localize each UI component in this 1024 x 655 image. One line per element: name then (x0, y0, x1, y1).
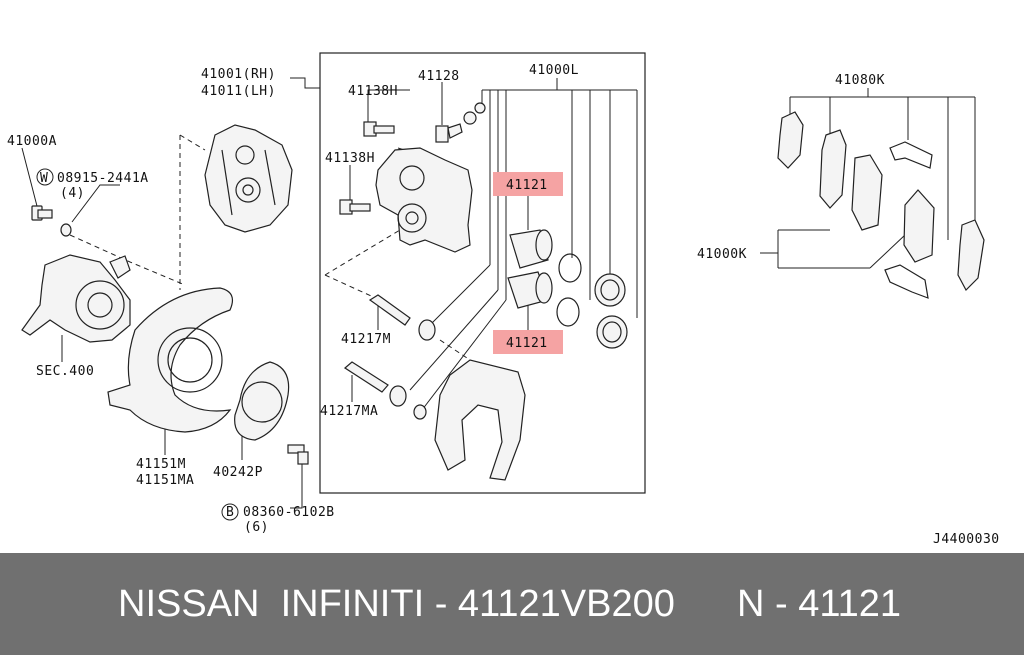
label-41138h-top: 41138H (348, 84, 398, 99)
label-41128: 41128 (418, 69, 460, 84)
bleeder-41128 (435, 102, 486, 143)
bolt-41138h-top (363, 121, 395, 137)
brake-pad-inner (903, 189, 935, 263)
bolt-08360 (287, 444, 309, 465)
label-41151m: 41151M (136, 457, 186, 472)
label-41151ma: 41151MA (136, 473, 194, 488)
pad-clip-top (889, 141, 933, 169)
label-41217m: 41217M (341, 332, 391, 347)
piston-41121-top (509, 229, 553, 269)
label-41138h-mid: 41138H (325, 151, 375, 166)
parts-diagram: 41001(RH) 41011(LH) 41128 41000L 41138H … (7, 52, 1000, 547)
caliper-housing-left (204, 124, 293, 233)
brake-pad-outer (851, 154, 883, 231)
bolt-41138h-mid (339, 199, 371, 215)
piston-41121-bottom (507, 271, 553, 309)
leader-lines (21, 77, 976, 509)
part-number-banner: NISSAN INFINITI - 41121VB200 N - 41121 (0, 553, 1024, 655)
label-41001-rh: 41001(RH) (201, 67, 276, 82)
label-washer-qty: (4) (60, 186, 85, 201)
back-plate (234, 361, 290, 441)
bolt-41000a (31, 205, 53, 221)
label-41000k: 41000K (697, 247, 747, 262)
guide-pin-41217ma (344, 361, 427, 420)
highlight-41121-bottom (493, 330, 563, 354)
dust-shield (107, 287, 233, 433)
pad-shim-left (777, 111, 847, 209)
washer-symbol-circle (36, 168, 54, 186)
label-bolt-qty: (6) (244, 520, 269, 535)
label-41121-top: 41121 (506, 178, 548, 193)
label-40242p: 40242P (213, 465, 263, 480)
caliper-body (375, 147, 473, 253)
label-41000a: 41000A (7, 134, 57, 149)
label-sec-400: SEC.400 (36, 364, 94, 379)
label-41217ma: 41217MA (320, 404, 378, 419)
highlight-41121-top (493, 172, 563, 196)
caliper-bracket (434, 359, 526, 481)
assembly-frame (319, 52, 646, 494)
washer-symbol: W (40, 171, 48, 186)
pad-clip-bottom (884, 264, 929, 299)
washer-08915 (60, 223, 72, 237)
piston-seals (556, 253, 628, 349)
guide-pin-41217m (368, 294, 436, 341)
label-41000l: 41000L (529, 63, 579, 78)
bolt-symbol-circle (221, 503, 239, 521)
short-part-number: N - 41121 (737, 583, 902, 625)
steering-knuckle (21, 254, 131, 343)
label-41080k: 41080K (835, 73, 885, 88)
label-41121-bottom: 41121 (506, 336, 548, 351)
bolt-symbol: B (226, 505, 234, 520)
label-bolt-code: 08360-6102B (243, 505, 335, 520)
label-41011-lh: 41011(LH) (201, 84, 276, 99)
diagram-id: J4400030 (933, 532, 1000, 547)
brand-part-number: NISSAN INFINITI - 41121VB200 (118, 583, 675, 625)
pad-shim-right (957, 219, 985, 291)
label-washer-code: 08915-2441A (57, 171, 149, 186)
